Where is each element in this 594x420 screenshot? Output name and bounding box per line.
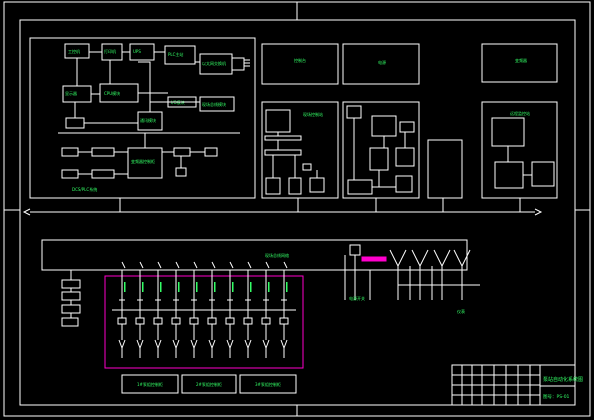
title-block-number: 图号：PS-01 — [543, 394, 570, 400]
feeder-circuit — [153, 261, 163, 358]
pc-box-label: 工控机 — [68, 48, 80, 54]
box-c: PLC主站 — [164, 45, 196, 65]
right-panel — [481, 101, 558, 199]
right-box-top-label: 变频器 — [515, 57, 527, 63]
box-d-label: 以太网交换机 — [202, 60, 226, 66]
box-f: CPU模块 — [99, 83, 139, 103]
feeder-tag — [142, 282, 144, 292]
feeder-circuit — [189, 261, 199, 358]
box-b: UPS — [129, 43, 155, 61]
feeder-circuit — [279, 261, 289, 358]
box-b-label: UPS — [133, 49, 141, 54]
mid-box2: 电源 — [342, 43, 420, 85]
box-f-label: CPU模块 — [104, 90, 120, 96]
mcc-enclosure — [104, 275, 304, 369]
right-panel-title: 远程监控站 — [510, 110, 530, 116]
switch-label: 电源开关 — [349, 295, 365, 301]
mid-panel2 — [342, 101, 420, 199]
feeder-circuit — [225, 261, 235, 358]
feeder-tag — [178, 282, 180, 292]
feeder-group — [112, 261, 296, 358]
box-d: 以太网交换机 — [199, 53, 233, 75]
feeder-circuit — [171, 261, 181, 358]
bottom-box1: 1#泵组控制柜 — [121, 374, 179, 394]
box-e: 显示器 — [62, 85, 92, 103]
box-c-label: PLC主站 — [168, 51, 183, 57]
bottom-box2-label: 2#泵组控制柜 — [196, 381, 222, 387]
mid-box1-label: 控制台 — [294, 57, 306, 63]
feeder-tag — [268, 282, 270, 292]
mid-panel — [261, 101, 339, 199]
feeder-tag — [196, 282, 198, 292]
feeder-tag — [250, 282, 252, 292]
bottom-box1-label: 1#泵组控制柜 — [137, 381, 163, 387]
mid-box1: 控制台 — [261, 43, 339, 85]
meter-label: 仪表 — [457, 308, 465, 314]
box-a: 打印机 — [101, 43, 123, 61]
mid-panel-title: 现场控制站 — [303, 111, 323, 117]
box-j-label: 变频器控制柜 — [131, 158, 155, 164]
title-block: 泵站自动化系统图 图号：PS-01 — [451, 364, 583, 406]
feeder-circuit — [207, 261, 217, 358]
box-g: 通讯模块 — [137, 111, 163, 131]
bottom-box2: 2#泵组控制柜 — [181, 374, 237, 394]
feeder-circuit — [261, 261, 271, 358]
bus-label: 现场总线网络 — [265, 252, 289, 258]
right-box-top: 变频器 — [481, 43, 558, 83]
switchgear-group — [344, 244, 480, 300]
sheet-border — [3, 1, 591, 417]
box-i-label: 现场总线模块 — [202, 101, 226, 107]
box-g-label: 通讯模块 — [140, 117, 156, 123]
top-left-panel-caption: DCS/PLC系统 — [72, 186, 97, 192]
feeder-tag — [232, 282, 234, 292]
feeder-tag — [214, 282, 216, 292]
feeder-tag — [286, 282, 288, 292]
bottom-box3-label: 3#泵组控制柜 — [255, 381, 281, 387]
feeder-circuit — [243, 261, 253, 358]
mid-box2-label: 电源 — [378, 59, 386, 65]
feeder-circuit — [135, 261, 145, 358]
bottom-box3: 3#泵组控制柜 — [239, 374, 297, 394]
box-i: 现场总线模块 — [199, 96, 235, 112]
box-e-label: 显示器 — [65, 91, 77, 96]
feeder-tag — [124, 282, 126, 292]
feeder-tag — [160, 282, 162, 292]
title-block-name: 泵站自动化系统图 — [543, 376, 583, 383]
top-left-panel — [29, 37, 256, 199]
box-a-label: 打印机 — [104, 48, 116, 54]
feeder-circuit — [117, 261, 127, 358]
pc-box: 工控机 — [64, 43, 90, 59]
